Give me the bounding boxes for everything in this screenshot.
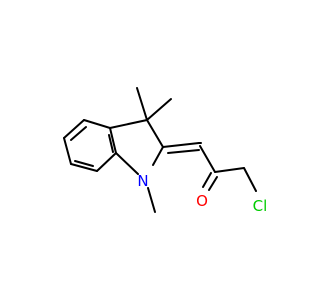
- exocyclic-double-bond: [162, 142, 200, 148]
- bond: [214, 167, 245, 173]
- bond: [243, 167, 257, 192]
- bond: [63, 137, 72, 165]
- bond: [63, 119, 85, 139]
- bond: [96, 152, 117, 172]
- double-bond-inner: [74, 160, 94, 167]
- bond: [152, 146, 164, 166]
- oxygen-label: O: [196, 192, 208, 210]
- exocyclic-double-bond: [167, 149, 200, 154]
- bond: [83, 119, 111, 129]
- bond: [199, 145, 216, 173]
- bond: [70, 163, 98, 172]
- molecule-structure: N O Cl: [63, 87, 268, 215]
- n-methyl-bond: [147, 187, 156, 213]
- nitrogen-label: N: [137, 172, 148, 190]
- bond: [146, 119, 164, 148]
- bond: [115, 152, 139, 175]
- double-bond-inner: [70, 126, 87, 141]
- methyl-bond: [146, 98, 172, 121]
- pyrroline-ring: [109, 119, 164, 175]
- chlorine-label: Cl: [253, 197, 268, 215]
- benzene-ring: [63, 119, 117, 172]
- carbonyl-double-bond: [202, 172, 212, 188]
- bond: [109, 127, 117, 154]
- double-bond-inner: [108, 134, 114, 153]
- carbonyl-double-bond: [208, 176, 218, 191]
- bond: [109, 119, 148, 129]
- methyl-bond: [136, 87, 148, 121]
